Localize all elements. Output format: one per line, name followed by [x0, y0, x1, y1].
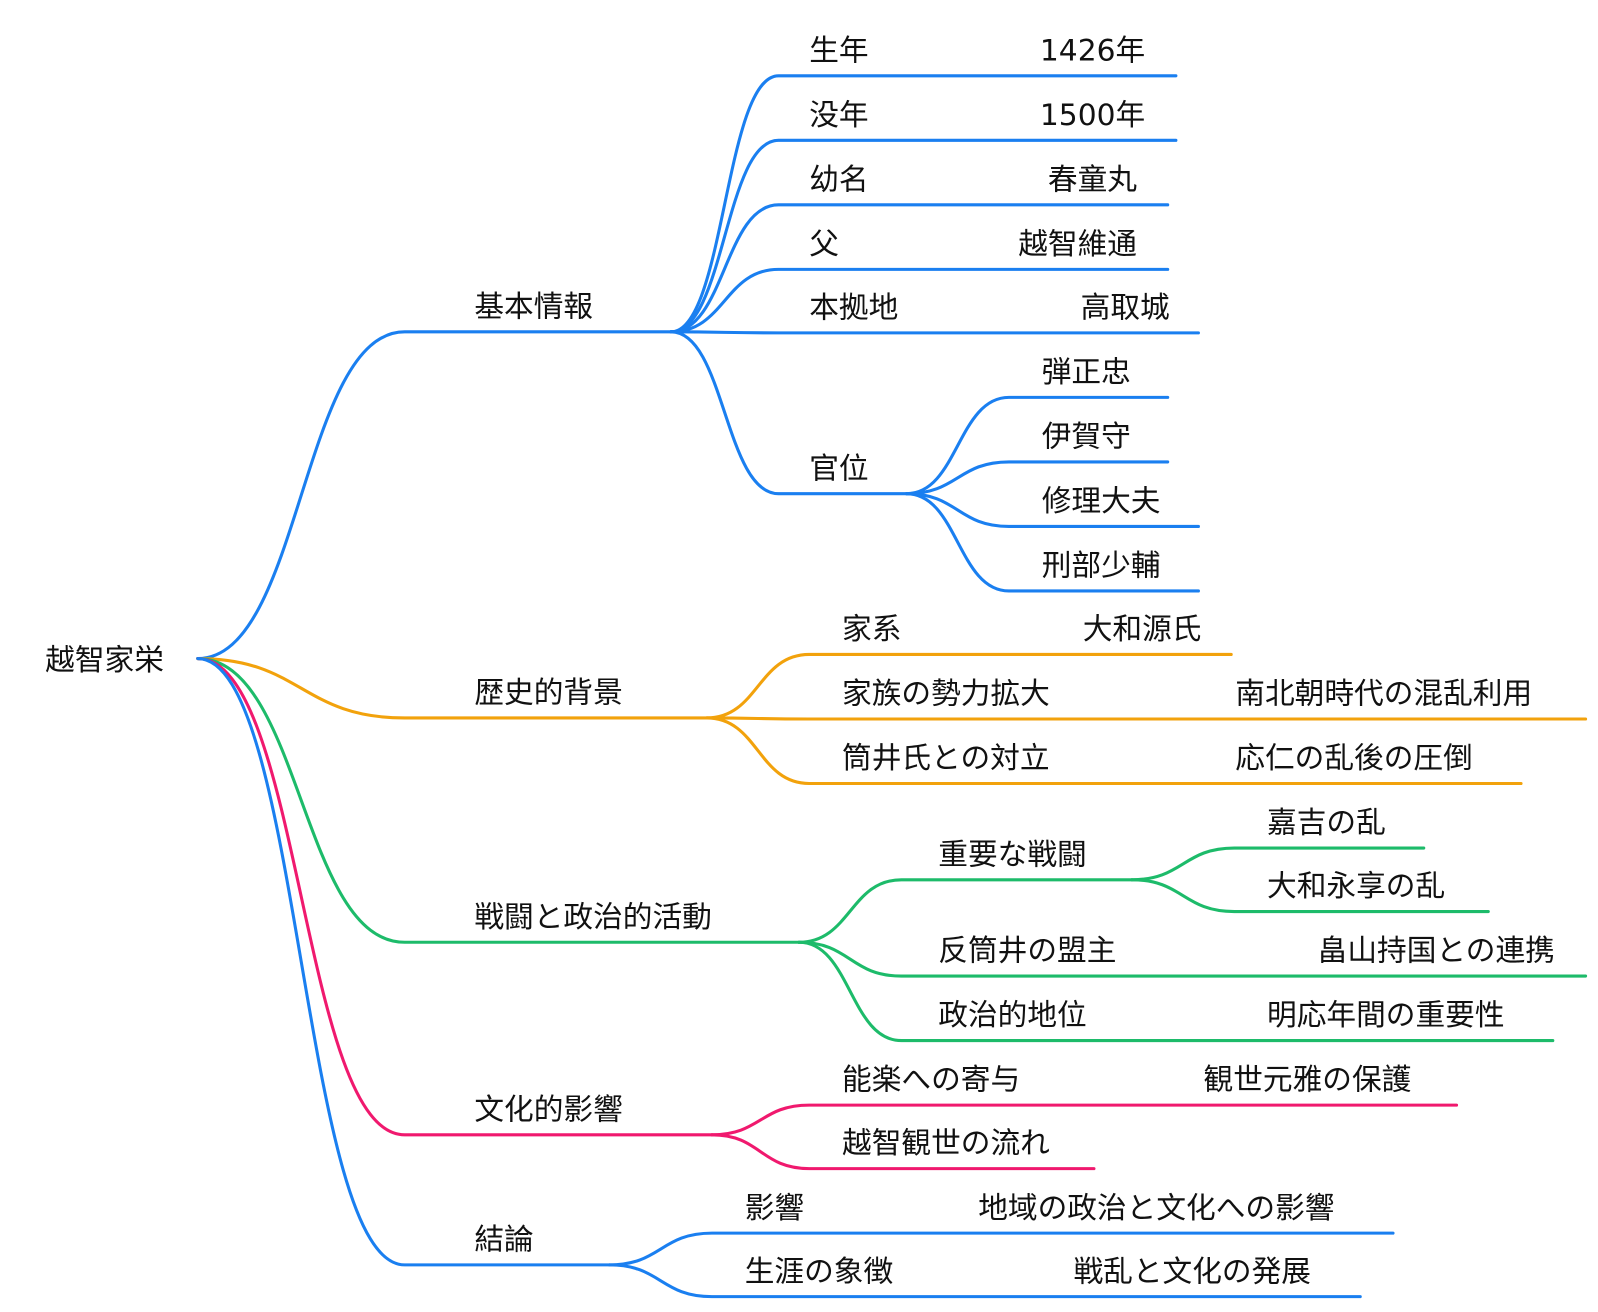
node-label[interactable]: 大和永享の乱	[1267, 869, 1445, 904]
node-label[interactable]: 弾正忠	[1042, 355, 1131, 390]
edge-branches-0-children-1	[669, 138, 1178, 334]
node-value[interactable]: 南北朝時代の混乱利用	[1235, 677, 1532, 712]
edge-branches-3-children-1	[710, 1133, 1096, 1171]
edge-branches-0-children-5-children-1	[905, 460, 1170, 496]
node-label[interactable]: 反筒井の盟主	[938, 934, 1116, 969]
node-label[interactable]: 幼名	[809, 162, 868, 197]
node-label[interactable]: 刑部少輔	[1042, 549, 1161, 584]
edge-branches-2-children-1	[797, 940, 1588, 978]
node-value[interactable]: 畠山持国との連携	[1318, 934, 1555, 969]
node-value[interactable]: 越智維通	[1018, 227, 1137, 262]
edge-branches-0-children-0	[669, 74, 1178, 334]
edge-branches-1-children-1	[705, 716, 1588, 721]
node-value[interactable]: 応仁の乱後の圧倒	[1235, 741, 1473, 776]
node-label[interactable]: 戦闘と政治的活動	[474, 900, 711, 935]
node-label[interactable]: 越智観世の流れ	[842, 1126, 1050, 1161]
edges	[196, 74, 1588, 1299]
edge-branches-0-children-2	[669, 203, 1170, 334]
node-label[interactable]: 本拠地	[809, 291, 898, 326]
node-label[interactable]: 筒井氏との対立	[842, 741, 1050, 776]
edge-branches-2-children-0	[797, 878, 1134, 944]
node-label[interactable]: 結論	[474, 1223, 533, 1258]
node-label[interactable]: 没年	[809, 98, 868, 133]
node-label[interactable]: 家族の勢力拡大	[842, 677, 1050, 712]
node-label[interactable]: 修理大夫	[1042, 484, 1161, 519]
root-node[interactable]: 越智家栄	[45, 643, 164, 678]
node-value[interactable]: 1426年	[1040, 33, 1145, 68]
node-label[interactable]: 能楽への寄与	[842, 1063, 1020, 1098]
node-label[interactable]: 基本情報	[474, 289, 593, 324]
node-value[interactable]: 大和源氏	[1083, 612, 1202, 647]
node-label[interactable]: 政治的地位	[938, 998, 1086, 1033]
edge-branches-0-children-5-children-0	[905, 395, 1170, 496]
edge-branches-3-children-0	[710, 1103, 1459, 1137]
edge-branches-3	[196, 657, 714, 1137]
edge-branches-0	[196, 330, 673, 661]
node-value[interactable]: 1500年	[1040, 98, 1145, 133]
edge-branches-0-children-5	[669, 330, 909, 496]
edge-branches-2-children-0-children-0	[1130, 846, 1426, 882]
edge-branches-4-children-0	[607, 1231, 1395, 1267]
node-label[interactable]: 生年	[809, 33, 868, 68]
edge-branches-1	[196, 657, 709, 720]
node-value[interactable]: 春童丸	[1048, 162, 1137, 197]
node-value[interactable]: 観世元雅の保護	[1204, 1063, 1412, 1098]
node-value[interactable]: 戦乱と文化の発展	[1073, 1254, 1310, 1289]
node-label[interactable]: 嘉吉の乱	[1267, 806, 1386, 841]
edge-branches-0-children-5-children-3	[905, 492, 1200, 593]
node-label[interactable]: 官位	[809, 451, 868, 486]
node-value[interactable]: 地域の政治と文化への影響	[978, 1191, 1334, 1226]
node-label[interactable]: 文化的影響	[474, 1092, 622, 1127]
node-label[interactable]: 伊賀守	[1042, 420, 1131, 455]
node-label[interactable]: 父	[809, 227, 839, 262]
node-label[interactable]: 歴史的背景	[474, 676, 622, 711]
edge-branches-2	[196, 657, 801, 944]
edge-branches-2-children-2	[797, 940, 1555, 1043]
edge-branches-4	[196, 657, 612, 1267]
node-value[interactable]: 明応年間の重要性	[1267, 998, 1505, 1033]
edge-branches-0-children-5-children-2	[905, 492, 1200, 528]
edge-branches-1-children-0	[705, 652, 1233, 720]
edge-branches-4-children-1	[607, 1263, 1362, 1299]
node-label[interactable]: 生涯の象徴	[745, 1254, 893, 1289]
edge-branches-0-children-4	[669, 330, 1200, 335]
edge-branches-0-children-3	[669, 267, 1170, 334]
node-label[interactable]: 家系	[842, 612, 901, 647]
edge-branches-1-children-2	[705, 716, 1523, 786]
node-label[interactable]: 影響	[745, 1191, 804, 1226]
edge-branches-2-children-0-children-1	[1130, 878, 1490, 914]
node-label[interactable]: 重要な戦闘	[938, 837, 1086, 872]
node-value[interactable]: 高取城	[1081, 291, 1170, 326]
